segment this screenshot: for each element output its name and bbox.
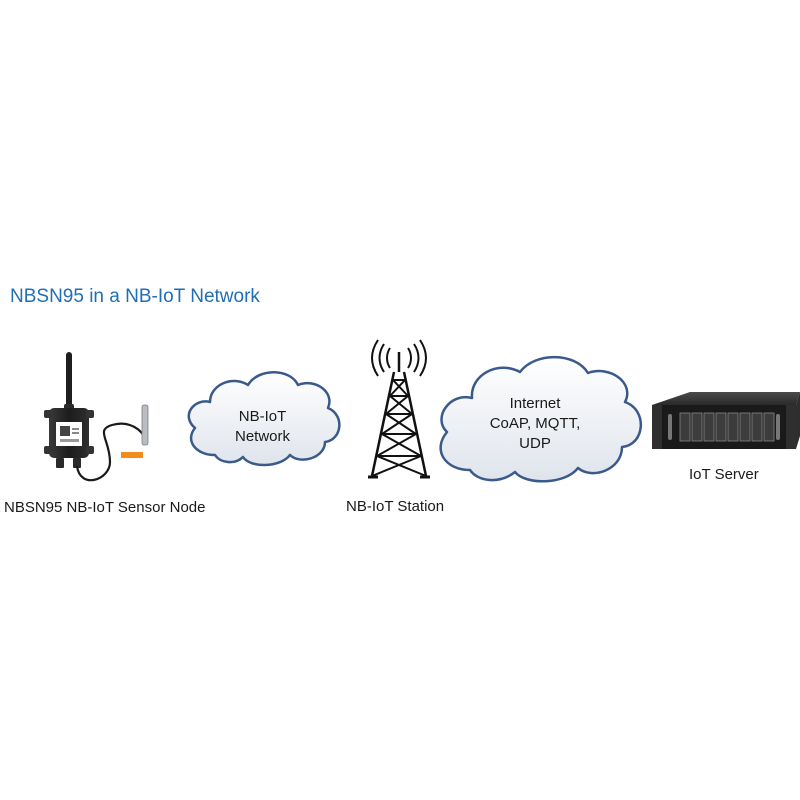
internet-line2: CoAP, MQTT, — [489, 415, 581, 432]
internet-cloud-text: Internet CoAP, MQTT, UDP — [470, 394, 600, 454]
internet-line1: Internet — [509, 395, 561, 412]
page-title: NBSN95 in a NB-IoT Network — [10, 286, 260, 307]
internet-line3: UDP — [519, 435, 551, 452]
cloud-icon — [439, 355, 642, 483]
sensor-node-label: NBSN95 NB-IoT Sensor Node — [4, 499, 206, 516]
nbiot-network-cloud-text: NB-IoT Network — [215, 407, 310, 447]
server-label: IoT Server — [689, 466, 759, 483]
station-label: NB-IoT Station — [346, 498, 445, 515]
nbiot-network-line1: NB-IoT — [238, 408, 287, 425]
sensor-device-icon — [44, 352, 149, 482]
nbiot-network-line2: Network — [234, 428, 290, 445]
cloud-icon — [187, 371, 341, 467]
antenna-tower-icon — [368, 339, 430, 479]
rack-server-icon — [652, 392, 800, 449]
